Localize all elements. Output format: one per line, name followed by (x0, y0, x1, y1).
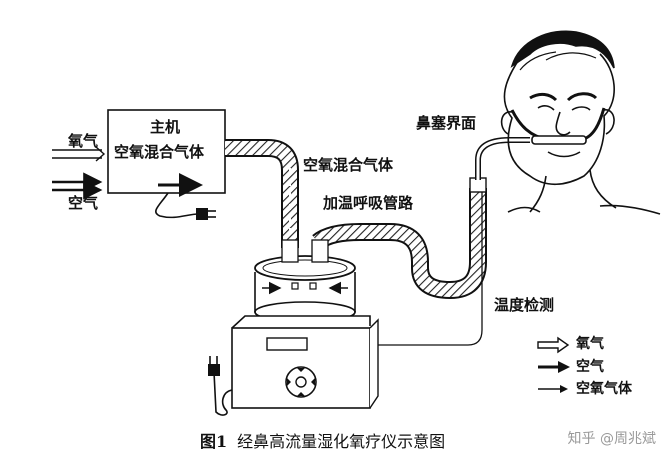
legend-air-label: 空气 (576, 359, 604, 375)
main-unit-title: 主机 (150, 118, 181, 136)
heater-base (231, 315, 379, 409)
main-unit (107, 109, 226, 197)
air-input-label: 空气 (68, 194, 99, 212)
legend-hollow-arrow (537, 336, 570, 354)
legend-solid-arrow (538, 361, 570, 373)
figure-caption: 图1 经鼻高流量湿化氧疗仪示意图 (200, 428, 445, 452)
air-input-arrows (52, 172, 103, 200)
main-unit-subtitle: 空氧混合气体 (114, 143, 205, 161)
mixed-gas-label: 空氧混合气体 (303, 156, 394, 174)
mixed-gas-tube (225, 139, 299, 248)
oxygen-input-label: 氧气 (68, 132, 99, 150)
legend-mixed-label: 空氧气体 (576, 381, 632, 397)
base-power-cord (208, 356, 233, 416)
watermark: 知乎 @周兆斌 (567, 431, 656, 447)
legend-arrows (537, 336, 570, 393)
patient-face (500, 30, 661, 215)
legend-oxygen-label: 氧气 (576, 336, 604, 352)
nasal-interface-label: 鼻塞界面 (416, 114, 477, 132)
heated-tube-label: 加温呼吸管路 (323, 194, 414, 212)
figure-number: 图1 (200, 432, 228, 451)
oxygen-input-arrows (52, 146, 106, 162)
nasal-cannula (510, 107, 606, 145)
main-unit-power-cord (155, 192, 216, 220)
temperature-probe (372, 177, 487, 346)
legend-thin-arrow (538, 385, 568, 393)
temperature-probe-label: 温度检测 (494, 296, 555, 314)
figure-title: 经鼻高流量湿化氧疗仪示意图 (237, 432, 446, 451)
humidifier-chamber (254, 239, 356, 323)
